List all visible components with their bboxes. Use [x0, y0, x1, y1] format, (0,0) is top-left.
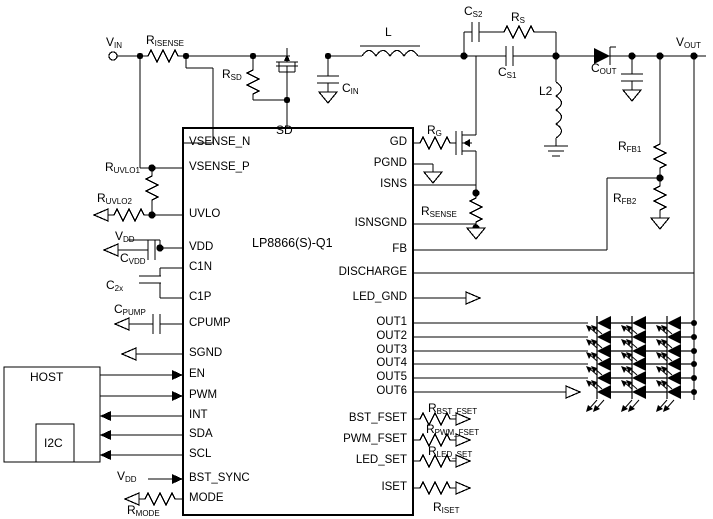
pin-sgnd: SGND: [189, 347, 223, 359]
refdes-rs: RS: [511, 10, 526, 25]
net-label-vdd-bstsync: VDD: [117, 469, 137, 484]
refdes-l: L: [385, 25, 392, 39]
pin-bst-fset: BST_FSET: [348, 412, 407, 424]
pin-c1p: C1P: [189, 291, 212, 303]
refdes-ruvlo1: RUVLO1: [105, 160, 140, 175]
pin-uvlo: UVLO: [189, 208, 221, 220]
refdes-rsd: RSD: [222, 67, 242, 82]
pin-scl: SCL: [189, 448, 212, 460]
led-matrix: [586, 316, 697, 412]
refdes-cpump: CPUMP: [114, 302, 146, 317]
refdes-rsense: RSENSE: [421, 204, 457, 219]
refdes-l2: L2: [539, 84, 553, 98]
refdes-rg: RG: [427, 123, 442, 138]
pin-en: EN: [189, 368, 205, 380]
pin-out1: OUT1: [376, 316, 407, 328]
refdes-rfb2: RFB2: [613, 191, 637, 206]
refdes-cin: CIN: [342, 81, 359, 96]
pin-isnsgnd: ISNSGND: [354, 217, 407, 229]
pin-pgnd: PGND: [373, 157, 407, 169]
refdes-cs1: CS1: [498, 65, 517, 80]
pin-int: INT: [189, 409, 208, 421]
pin-out4: OUT4: [376, 357, 407, 369]
refdes-rled-set: RLED_SET: [428, 444, 473, 459]
pin-vdd: VDD: [189, 241, 214, 253]
net-label-vout: VOUT: [676, 35, 701, 50]
pin-mode: MODE: [189, 492, 224, 504]
pin-cpump: CPUMP: [189, 317, 231, 329]
pin-sda: SDA: [189, 428, 213, 440]
refdes-rpwm-fset: RPWM_FSET: [426, 422, 480, 437]
refdes-risense: RISENSE: [146, 33, 185, 48]
pin-pwm-fset: PWM_FSET: [343, 433, 407, 445]
host-block-label: HOST: [30, 370, 64, 384]
pin-discharge: DISCHARGE: [338, 266, 407, 278]
pin-pwm: PWM: [189, 389, 218, 401]
refdes-c2x: C2x: [106, 278, 124, 293]
net-label-vdd-cvdd: VDD: [115, 229, 135, 244]
refdes-cvdd: CVDD: [120, 251, 146, 266]
pin-fb: FB: [392, 243, 407, 255]
pin-c1n: C1N: [189, 261, 213, 273]
i2c-block-label: I2C: [44, 436, 63, 450]
pin-out5: OUT5: [376, 371, 407, 383]
pin-out2: OUT2: [376, 330, 407, 342]
pin-led-set: LED_SET: [355, 454, 407, 466]
refdes-rmode: RMODE: [127, 503, 160, 518]
pin-bst-sync: BST_SYNC: [189, 472, 250, 484]
device-name: LP8866(S)-Q1: [252, 236, 333, 250]
net-label-vin: VIN: [106, 35, 123, 50]
pin-gd: GD: [389, 136, 407, 148]
pin-vsense-p: VSENSE_P: [189, 161, 250, 173]
refdes-ruvlo2: RUVLO2: [97, 191, 132, 206]
pin-out3: OUT3: [376, 344, 407, 356]
refdes-rfb1: RFB1: [618, 139, 642, 154]
pin-out6: OUT6: [376, 385, 407, 397]
net-label-sd: SD: [276, 123, 293, 137]
refdes-cout: COUT: [591, 61, 617, 76]
pin-isns: ISNS: [380, 178, 407, 190]
refdes-rbst-fset: RBST_FSET: [428, 401, 478, 416]
pin-iset: ISET: [381, 481, 407, 493]
pin-vsense-n: VSENSE_N: [189, 136, 251, 148]
refdes-cs2: CS2: [464, 4, 483, 19]
pin-led-gnd: LED_GND: [352, 291, 407, 303]
refdes-riset: RISET: [433, 500, 460, 515]
